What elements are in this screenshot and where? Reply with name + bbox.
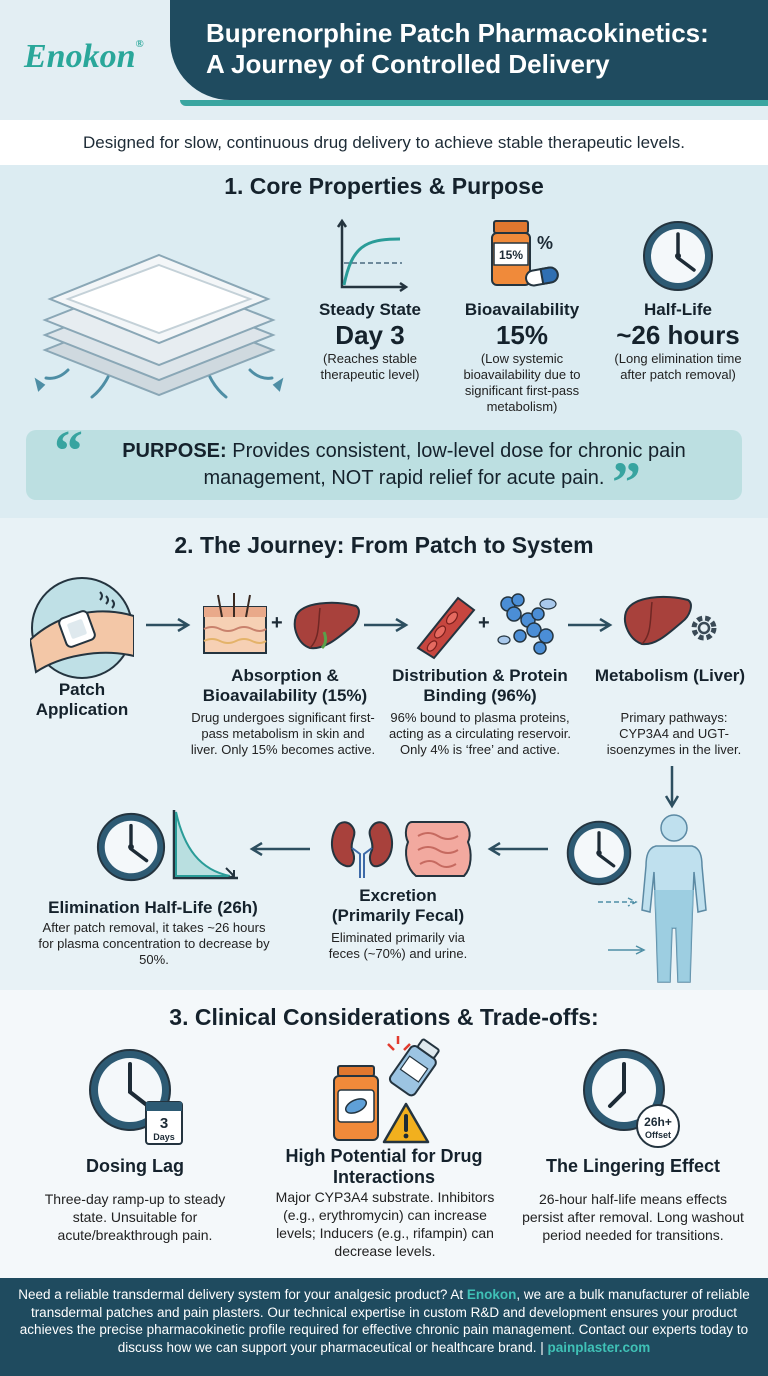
- title-line-2: A Journey of Controlled Delivery: [206, 49, 610, 79]
- step-elimination-desc: After patch removal, it takes ~26 hours …: [38, 920, 270, 967]
- property-bioavailability: 15% % Bioavailability 15% (Low systemic …: [447, 212, 597, 415]
- section-title: 2. The Journey: From Patch to System: [174, 532, 594, 558]
- skin-layer-icon: [203, 593, 267, 654]
- consideration-desc-dosing-lag: Three-day ramp-up to steady state. Unsui…: [44, 1191, 226, 1243]
- purpose-text: PURPOSE: Provides consistent, low-level …: [122, 440, 686, 489]
- property-desc: (Low systemic bioavailability due to sig…: [463, 351, 581, 414]
- steady-state-graph-icon: [336, 218, 409, 293]
- close-quote-icon: ”: [612, 450, 641, 515]
- brand-logo[interactable]: Enokon®: [24, 38, 144, 75]
- arrow-right-icon: [146, 618, 191, 632]
- property-steady-state: Steady State Day 3 (Reaches stable thera…: [295, 212, 445, 383]
- header: Enokon® Buprenorphine Patch Pharmacokine…: [0, 0, 768, 120]
- patch-on-arm-icon: [30, 577, 134, 679]
- consideration-desc-interactions: Major CYP3A4 substrate. Inhibitors (e.g.…: [275, 1189, 495, 1259]
- clinical-section: 3. Clinical Considerations & Trade-offs:…: [0, 990, 768, 1278]
- step-distribution-desc: 96% bound to plasma proteins, acting as …: [388, 710, 572, 757]
- tagline: Designed for slow, continuous drug deliv…: [0, 120, 768, 165]
- property-label: Steady State: [318, 300, 422, 319]
- drug-interaction-icon: [333, 1036, 440, 1144]
- clock-icon: [566, 820, 632, 886]
- step-elimination-title: Elimination Half-Life (26h): [48, 898, 258, 917]
- consideration-title-lingering: The Lingering Effect: [545, 1156, 720, 1176]
- step-metabolism-title: Metabolism (Liver): [594, 666, 746, 685]
- offset-number: 26h+: [644, 1115, 672, 1129]
- plus-sign: +: [271, 612, 283, 634]
- property-value: ~26 hours: [616, 320, 740, 350]
- property-desc: (Reaches stable therapeutic level): [320, 351, 420, 382]
- open-quote-icon: “: [54, 418, 83, 483]
- property-half-life: Half-Life ~26 hours (Long elimination ti…: [603, 212, 753, 383]
- clock-icon: [643, 221, 713, 291]
- page-title: Buprenorphine Patch Pharmacokinetics: A …: [206, 18, 756, 80]
- patch-layers-icon: [34, 253, 284, 399]
- footer-brand-link[interactable]: Enokon: [466, 1287, 517, 1302]
- clock-offset-icon: 26h+ Offset: [583, 1049, 680, 1148]
- purpose-callout: “ PURPOSE: Provides consistent, low-leve…: [26, 422, 742, 512]
- protein-molecule-icon: [497, 593, 557, 655]
- journey-section: 2. The Journey: From Patch to System Pat…: [0, 518, 768, 990]
- human-body-icon: [598, 814, 707, 983]
- step-patch-application-title: Patch Application: [35, 680, 129, 719]
- pill-bottle-icon: 15% %: [491, 220, 559, 287]
- section-title: 3. Clinical Considerations & Trade-offs:: [169, 1004, 599, 1030]
- property-label: Bioavailability: [464, 300, 580, 319]
- core-properties-section: 1. Core Properties & Purpose: [0, 165, 768, 518]
- bottle-label: 15%: [499, 248, 523, 262]
- step-excretion-desc: Eliminated primarily via feces (~70%) an…: [328, 930, 468, 961]
- liver-icon: [293, 601, 360, 650]
- consideration-desc-lingering: 26-hour half-life means effects persist …: [522, 1191, 744, 1243]
- calendar-number: 3: [160, 1115, 168, 1132]
- liver-gear-icon: [624, 595, 717, 646]
- calendar-label: Days: [153, 1132, 175, 1142]
- step-absorption-desc: Drug undergoes significant first-pass me…: [190, 710, 376, 757]
- plus-sign: +: [478, 612, 490, 634]
- arrow-right-icon: [364, 618, 409, 632]
- consideration-title-interactions: High Potential for Drug Interactions: [285, 1146, 483, 1187]
- decay-curve-icon: [172, 810, 238, 880]
- footer-site-link[interactable]: painplaster.com: [547, 1339, 651, 1355]
- step-absorption-title: Absorption & Bioavailability (15%): [202, 666, 368, 705]
- kidney-intestine-icon: [330, 821, 472, 878]
- title-line-1: Buprenorphine Patch Pharmacokinetics:: [206, 18, 709, 48]
- consideration-title-dosing-lag: Dosing Lag: [86, 1156, 184, 1176]
- step-excretion-title: Excretion (Primarily Fecal): [331, 886, 465, 925]
- section-title: 1. Core Properties & Purpose: [224, 173, 544, 199]
- property-desc: (Long elimination time after patch remov…: [614, 351, 742, 382]
- offset-label: Offset: [645, 1130, 671, 1140]
- property-label: Half-Life: [644, 300, 712, 319]
- arrow-right-icon: [568, 618, 613, 632]
- arrow-down-icon: [664, 766, 680, 809]
- arrow-left-icon: [487, 842, 548, 856]
- clock-icon: [96, 812, 166, 882]
- percent-glyph: %: [537, 233, 553, 253]
- step-metabolism-desc: Primary pathways: CYP3A4 and UGT-isoenzy…: [606, 710, 742, 757]
- arrow-left-icon: [249, 842, 310, 856]
- footer-cta: Need a reliable transdermal delivery sys…: [0, 1278, 768, 1376]
- blood-vessel-icon: [416, 596, 476, 660]
- header-band: [170, 0, 768, 106]
- step-distribution-title: Distribution & Protein Binding (96%): [392, 666, 568, 705]
- clock-calendar-icon: 3 Days: [89, 1049, 183, 1145]
- property-value: 15%: [495, 320, 549, 350]
- property-value: Day 3: [335, 320, 405, 350]
